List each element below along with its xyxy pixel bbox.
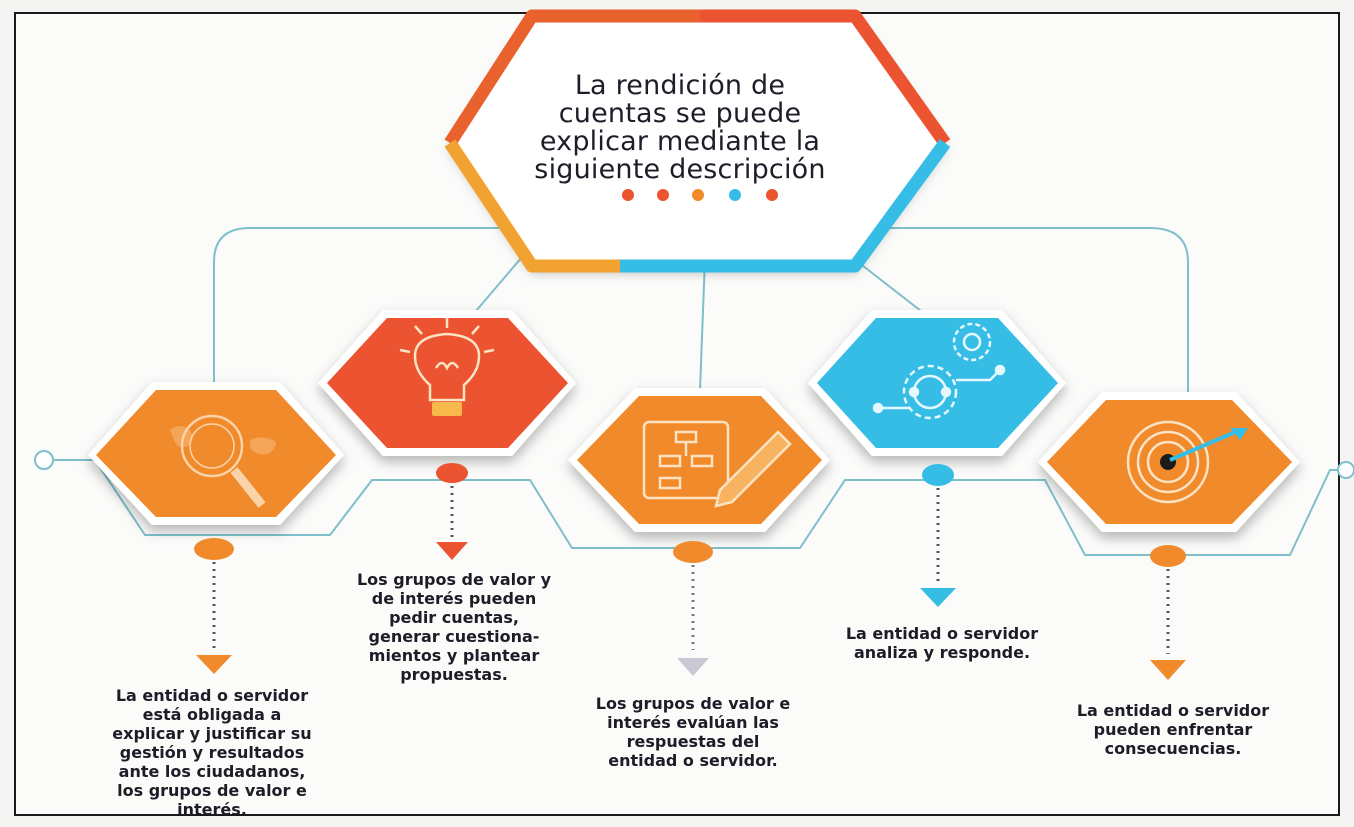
step-1-dot [194,538,234,560]
gears-icon [872,322,1006,420]
step-2-dot [436,463,468,483]
title-line-1: La rendición de [574,70,786,101]
connector-to-step-5 [860,227,1189,400]
title-line-3: explicar mediante la [539,126,821,157]
step-3-hexagon [568,388,830,532]
step-1-arrowhead [196,655,232,674]
connector-to-step-1 [213,227,545,385]
title-text: La rendición de cuentas se puede explica… [530,72,830,184]
lightbulb-icon [399,318,495,416]
planning-board-icon [642,420,792,508]
step-4-arrowhead [920,588,956,607]
step-3-dot [673,541,713,563]
step-2-caption: Los grupos de valor y de interés pueden … [356,570,552,684]
step-3-caption: Los grupos de valor e interés evalúan la… [595,694,791,770]
magnifier-map-icon [170,414,276,508]
title-hexagon [444,9,951,273]
title-line-4: siguiente descripción [534,154,826,185]
step-4-dot [922,464,954,486]
title-line-2: cuentas se puede [558,98,802,129]
target-icon [1126,420,1248,504]
step-4-caption: La entidad o servidor analiza y responde… [845,624,1039,662]
connector-to-step-3 [699,257,706,391]
step-1-caption: La entidad o servidor está obligada a ex… [112,686,312,819]
step-5-hexagon [1038,392,1300,532]
step-3-arrowhead [677,658,709,676]
step-5-caption: La entidad o servidor pueden enfrentar c… [1076,701,1270,758]
step-1-hexagon [88,382,344,525]
step-4-hexagon [808,310,1066,456]
step-2-hexagon [318,310,576,456]
step-5-dot [1150,545,1186,567]
step-2-arrowhead [436,542,468,560]
baseline-start-node [34,450,54,470]
baseline-end-node [1337,461,1354,479]
dotted-arrows [212,486,1170,654]
step-5-arrowhead [1150,660,1186,680]
title-dots [622,189,778,201]
